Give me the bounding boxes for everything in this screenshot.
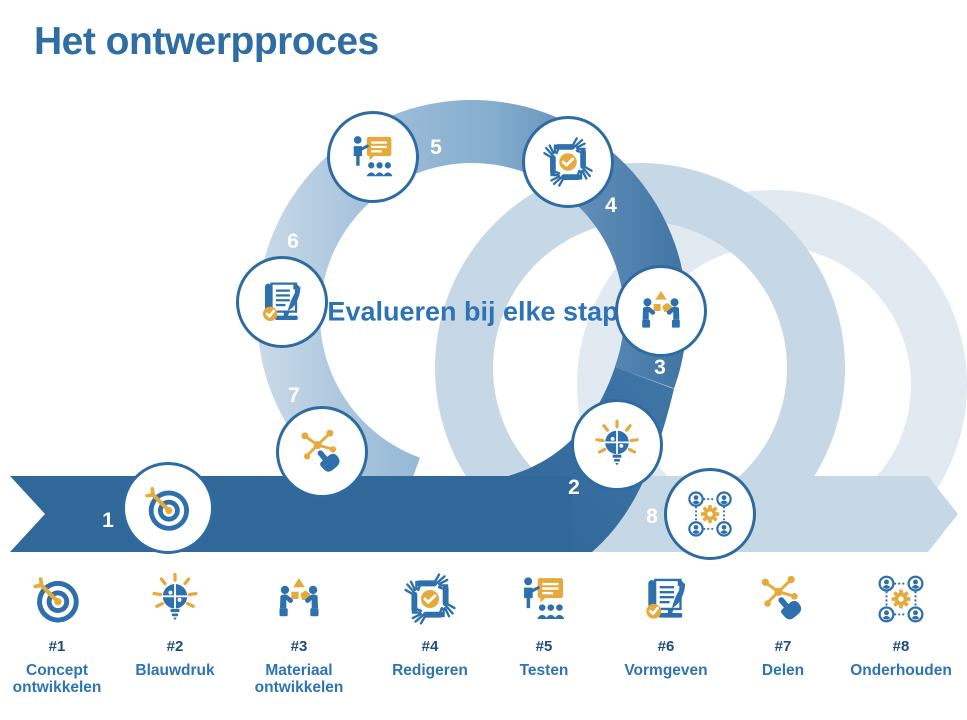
process-item-label: Testen xyxy=(519,662,569,679)
presentation-icon xyxy=(515,570,573,628)
loop-step-number-5: 5 xyxy=(430,136,442,159)
process-item-label: Concept ontwikkelen xyxy=(12,662,102,696)
share-icon xyxy=(294,424,350,480)
team-gear-icon xyxy=(872,570,930,628)
target-icon xyxy=(140,480,196,536)
process-item-label: Materiaal ontwikkelen xyxy=(254,662,344,696)
process-item-tag: #6 xyxy=(657,638,675,655)
hands-check-icon xyxy=(401,570,459,628)
idea-icon xyxy=(589,417,645,473)
collaborate-icon xyxy=(270,570,328,628)
loop-step-number-1: 1 xyxy=(102,509,114,532)
scroll-icon xyxy=(254,274,310,330)
idea-icon xyxy=(146,570,204,628)
process-item-tag: #1 xyxy=(48,638,66,655)
loop-step-number-7: 7 xyxy=(288,384,300,407)
loop-step-circle-5 xyxy=(327,111,419,203)
loop-step-circle-6 xyxy=(236,256,328,348)
collaborate-icon xyxy=(633,283,689,339)
page-title: Het ontwerpproces xyxy=(34,20,379,63)
loop-step-number-6: 6 xyxy=(287,230,299,253)
loop-step-number-4: 4 xyxy=(605,194,617,217)
loop-step-circle-4 xyxy=(522,116,614,208)
hands-check-icon xyxy=(540,134,596,190)
process-item-tag: #5 xyxy=(535,638,553,655)
process-item-tag: #7 xyxy=(774,638,792,655)
dark-arrow-band xyxy=(10,476,572,552)
process-item-tag: #2 xyxy=(166,638,184,655)
presentation-icon xyxy=(345,129,401,185)
loop-step-number-3: 3 xyxy=(654,356,666,379)
process-item-label: Delen xyxy=(761,662,805,679)
process-item-label: Onderhouden xyxy=(850,662,952,679)
process-item-label: Vormgeven xyxy=(624,662,708,679)
share-icon xyxy=(754,570,812,628)
process-item-label: Blauwdruk xyxy=(135,662,215,679)
loop-step-circle-8 xyxy=(664,468,756,560)
team-gear-icon xyxy=(682,486,738,542)
loop-step-number-8: 8 xyxy=(646,505,658,528)
process-item-tag: #8 xyxy=(892,638,910,655)
loop-step-circle-7 xyxy=(276,406,368,498)
target-icon xyxy=(28,570,86,628)
process-item-tag: #4 xyxy=(421,638,439,655)
loop-step-number-2: 2 xyxy=(568,476,580,499)
center-caption: Evalueren bij elke stap xyxy=(327,296,619,327)
loop-step-circle-3 xyxy=(615,265,707,357)
loop-step-circle-2 xyxy=(571,399,663,491)
scroll-icon xyxy=(637,570,695,628)
loop-step-circle-1 xyxy=(122,462,214,554)
process-item-label: Redigeren xyxy=(392,662,468,679)
process-item-tag: #3 xyxy=(290,638,308,655)
